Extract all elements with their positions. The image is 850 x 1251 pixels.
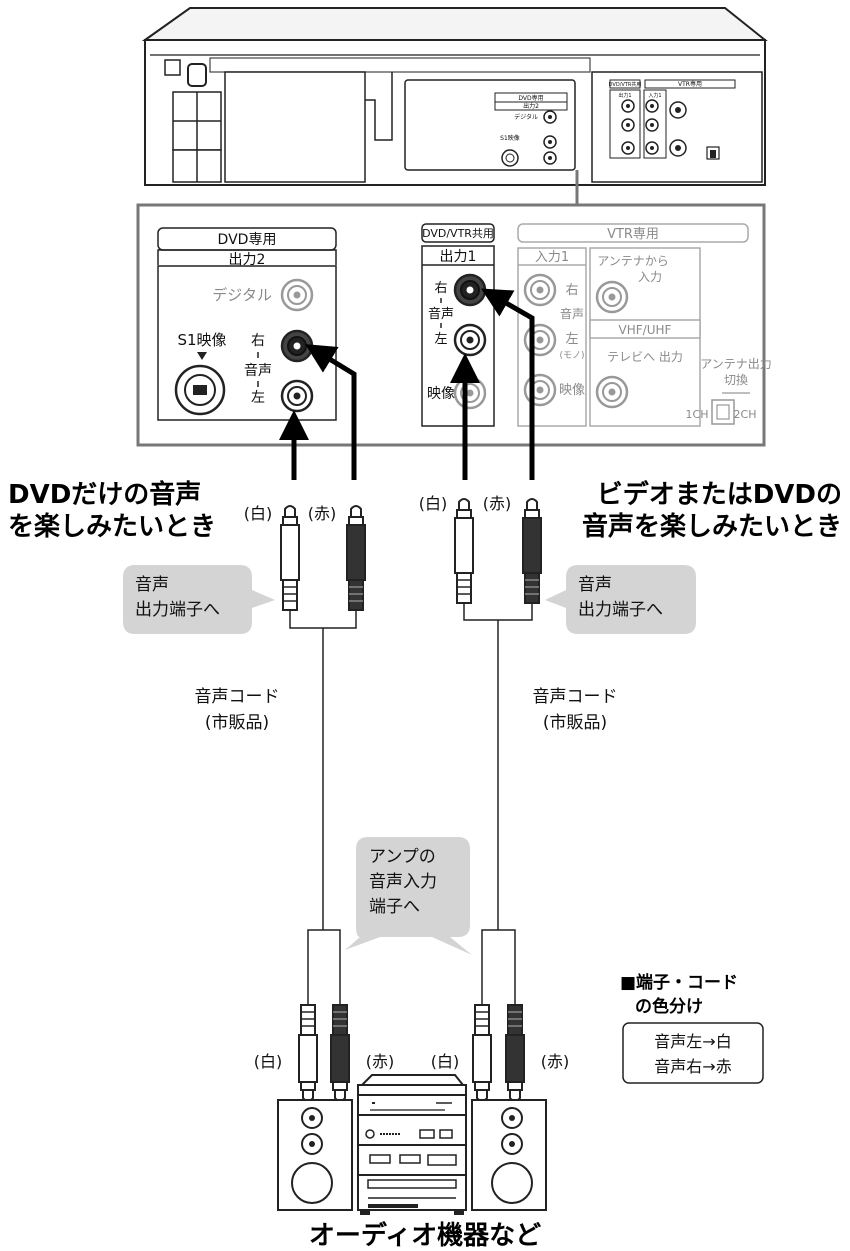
output1-left-label: 左 bbox=[434, 332, 447, 347]
top-plugs-right: (白) (赤) bbox=[419, 494, 542, 604]
dvd-only-heading-2: を楽しみたいとき bbox=[8, 512, 216, 542]
input1-audio-label: 音声 bbox=[560, 306, 584, 321]
dvd-header-label: DVD専用 bbox=[218, 232, 277, 248]
output1-right-label: 右 bbox=[434, 281, 447, 296]
output1-audio-left-jack bbox=[453, 323, 487, 357]
audio-equipment-label: オーディオ機器など bbox=[309, 1220, 541, 1251]
mini-output2: 出力2 bbox=[523, 102, 539, 110]
dvd-audio-right-jack bbox=[280, 329, 314, 363]
input1-left-label: 左 bbox=[565, 332, 578, 347]
bubble-right-line2: 出力端子へ bbox=[578, 600, 663, 620]
bubble-amp-line3: 端子へ bbox=[369, 897, 420, 917]
output1-video-label: 映像 bbox=[427, 386, 455, 402]
output1-label: 出力1 bbox=[440, 249, 477, 265]
dvd-only-heading-1: DVDだけの音声 bbox=[8, 479, 201, 510]
audio-equipment bbox=[277, 1074, 547, 1215]
cord-right-label-1: 音声コード bbox=[533, 687, 618, 707]
cord-left-label-1: 音声コード bbox=[195, 687, 280, 707]
output2-label: 出力2 bbox=[229, 252, 266, 268]
legend-line-1: 音声左→白 bbox=[654, 1032, 731, 1051]
legend-line-2: 音声右→赤 bbox=[654, 1057, 731, 1076]
video-or-dvd-heading-1: ビデオまたはDVDの bbox=[597, 479, 842, 510]
top-plugs-left: (白) (赤) bbox=[244, 504, 366, 611]
connection-arrows bbox=[279, 288, 535, 480]
top-left-red-label: (赤) bbox=[308, 504, 337, 523]
bottom-plugs-right: (白) (赤) bbox=[431, 1004, 570, 1102]
antenna-in-label-1: アンテナから bbox=[597, 254, 669, 268]
vhf-uhf-label: VHF/UHF bbox=[619, 323, 672, 337]
input1-right-jack bbox=[523, 273, 557, 307]
bubble-right: 音声 出力端子へ bbox=[545, 565, 696, 634]
top-left-white-label: (白) bbox=[244, 504, 273, 523]
left-speaker bbox=[277, 1099, 353, 1211]
video-or-dvd-heading-2: 音声を楽しみたいとき bbox=[582, 511, 842, 542]
dvd-only-section: DVD専用 出力2 デジタル S1映像 右 音声 左 bbox=[157, 227, 337, 421]
bubble-amp-line2: 音声入力 bbox=[369, 872, 437, 892]
color-legend: ■端子・コード の色分け 音声左→白 音声右→赤 bbox=[620, 972, 764, 1084]
bubble-left-line2: 出力端子へ bbox=[135, 600, 220, 620]
mini-s1: S1映像 bbox=[500, 134, 520, 142]
dvd-vtr-deck: DVD専用 出力2 デジタル S1映像 DVD/VTR共用 VTR専用 出力1 … bbox=[141, 7, 768, 186]
output1-audio-label: 音声 bbox=[428, 306, 454, 322]
stereo-stack bbox=[357, 1074, 467, 1215]
legend-title-2: の色分け bbox=[635, 996, 703, 1017]
cord-left-label-2: (市販品) bbox=[205, 713, 269, 733]
bottom-left-red-label: (赤) bbox=[366, 1052, 395, 1071]
output1-audio-right-jack bbox=[453, 273, 487, 307]
bottom-plugs-left: (白) (赤) bbox=[254, 1004, 395, 1102]
s1-video-label: S1映像 bbox=[177, 331, 226, 349]
dvd-audio-left-jack bbox=[280, 379, 314, 413]
input1-label: 入力1 bbox=[535, 250, 569, 265]
antenna-switch-label-2: 切換 bbox=[724, 373, 748, 387]
mini-digital: デジタル bbox=[514, 113, 538, 121]
input1-video-label: 映像 bbox=[559, 383, 585, 398]
bubble-left: 音声 出力端子へ bbox=[123, 565, 275, 634]
bubble-amp: アンプの 音声入力 端子へ bbox=[345, 837, 472, 955]
mini-shared: DVD/VTR共用 bbox=[609, 81, 642, 88]
top-right-white-label: (白) bbox=[419, 494, 448, 513]
right-speaker bbox=[471, 1099, 547, 1211]
bottom-left-white-label: (白) bbox=[254, 1052, 283, 1071]
bubble-left-line1: 音声 bbox=[135, 575, 169, 595]
mono-label: (モノ) bbox=[559, 351, 584, 361]
digital-label: デジタル bbox=[212, 286, 272, 304]
bubble-right-line1: 音声 bbox=[578, 575, 612, 595]
s1-video-jack bbox=[174, 364, 226, 416]
right-label: 右 bbox=[251, 333, 265, 349]
input1-right-label: 右 bbox=[565, 283, 578, 298]
vtr-header-label: VTR専用 bbox=[607, 227, 659, 242]
shared-header-label: DVD/VTR共用 bbox=[422, 227, 494, 240]
tv-out-label: テレビへ 出力 bbox=[607, 350, 683, 364]
audio-cords bbox=[289, 603, 533, 1005]
mini-in1: 入力1 bbox=[648, 92, 661, 99]
mini-out1: 出力1 bbox=[618, 92, 631, 99]
mini-vtr-header: VTR専用 bbox=[678, 80, 702, 88]
shared-section: DVD/VTR共用 出力1 右 音声 左 映像 bbox=[421, 223, 495, 427]
vtr-only-section: VTR専用 入力1 右 音声 左 (モノ) 映像 アンテナから 入力 VHF/U… bbox=[517, 223, 772, 427]
bottom-right-red-label: (赤) bbox=[541, 1052, 570, 1071]
bottom-right-white-label: (白) bbox=[431, 1052, 460, 1071]
antenna-switch-label-1: アンテナ出力 bbox=[700, 357, 772, 371]
digital-jack bbox=[280, 278, 314, 312]
antenna-in-label-2: 入力 bbox=[638, 270, 662, 284]
audio-label: 音声 bbox=[244, 362, 272, 379]
output1-video-jack bbox=[453, 376, 487, 410]
tv-out-jack bbox=[595, 375, 629, 409]
left-label: 左 bbox=[251, 390, 265, 406]
bubble-amp-line1: アンプの bbox=[369, 847, 436, 867]
top-right-red-label: (赤) bbox=[483, 494, 512, 513]
mini-dvd-header: DVD専用 bbox=[518, 94, 543, 102]
cord-right-label-2: (市販品) bbox=[543, 713, 607, 733]
ch1-label: 1CH bbox=[686, 408, 709, 421]
legend-title-1: ■端子・コード bbox=[620, 972, 738, 993]
antenna-in-jack bbox=[595, 280, 629, 314]
ch2-label: 2CH bbox=[734, 408, 757, 421]
